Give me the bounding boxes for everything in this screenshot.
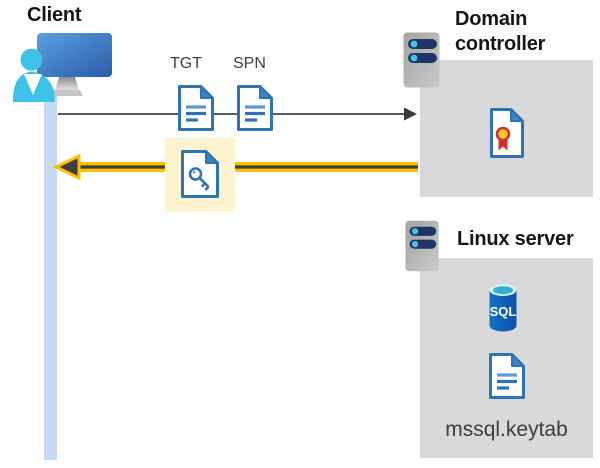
tgt-label: TGT: [170, 55, 202, 72]
domain-controller-server-icon: [403, 32, 440, 88]
client-title: Client: [27, 4, 82, 26]
sql-database-icon: SQL: [489, 284, 517, 332]
linux-server-title: Linux server: [457, 228, 574, 250]
client-computer-icon: [13, 33, 112, 102]
certificate-icon: [490, 108, 524, 158]
spn-document-icon: [237, 85, 273, 131]
tgt-document-icon: [178, 85, 214, 131]
request-arrow: [58, 107, 417, 121]
keytab-filename: mssql.keytab: [445, 418, 568, 441]
spn-label: SPN: [233, 55, 266, 72]
client-lifeline-bar: [44, 90, 57, 460]
key-document-icon: [181, 150, 219, 198]
keytab-document-icon: [489, 353, 525, 399]
monitor-base: [51, 90, 83, 96]
domain-controller-title: Domain controller: [455, 8, 546, 55]
response-arrow: [52, 153, 418, 181]
person-head: [20, 48, 43, 71]
monitor-stand: [55, 77, 79, 90]
monitor-icon: [37, 33, 112, 77]
sql-badge-text: SQL: [490, 304, 517, 319]
linux-server-icon: [405, 220, 439, 272]
person-collar: [24, 74, 42, 95]
